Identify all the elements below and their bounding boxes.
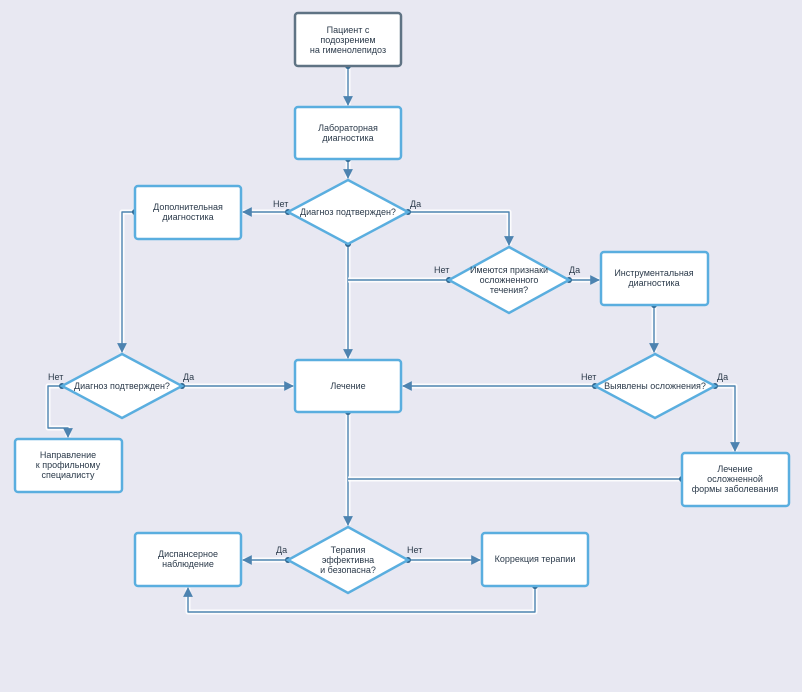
edge-treat-d5 — [343, 409, 353, 526]
node-corr-text: Коррекция терапии — [495, 554, 576, 564]
decision-complications-found: Выявлены осложнения? — [592, 352, 718, 420]
decision-diagnosis-confirmed-2: Диагноз подтвержден? — [59, 352, 185, 420]
edge-label-d4-yes: Да — [717, 372, 728, 382]
edge-d4-complic — [712, 383, 740, 452]
edge-instr-d4 — [649, 302, 659, 353]
decision-d1-text: Диагноз подтвержден? — [300, 207, 396, 217]
connectors — [45, 63, 740, 615]
edge-label-d4-no: Нет — [581, 372, 596, 382]
edge-label-d5-no: Нет — [407, 545, 422, 555]
edge-d2-treat — [348, 277, 452, 283]
edge-label-d3-no: Нет — [48, 372, 63, 382]
edge-d5-disp — [242, 555, 291, 565]
decision-d3-text: Диагноз подтвержден? — [74, 381, 170, 391]
decision-d4-text: Выявлены осложнения? — [604, 381, 706, 391]
edge-label-d1-yes: Да — [410, 199, 421, 209]
node-therapy-correction: Коррекция терапии — [480, 531, 590, 588]
edge-d3-refer — [45, 383, 73, 438]
edge-label-d2-yes: Да — [569, 265, 580, 275]
decision-diagnosis-confirmed-1: Диагноз подтвержден? — [285, 178, 411, 246]
edge-start-lab — [343, 63, 353, 106]
edge-label-d3-yes: Да — [183, 372, 194, 382]
edge-complic-d5 — [348, 476, 685, 482]
edge-label-d1-no: Нет — [273, 199, 288, 209]
edge-label-d5-yes: Да — [276, 545, 287, 555]
node-treat-text: Лечение — [330, 381, 365, 391]
edge-d1-d2 — [405, 209, 514, 246]
edge-label-d2-no: Нет — [434, 265, 449, 275]
edge-d4-treat — [402, 381, 598, 391]
node-treatment: Лечение — [293, 358, 403, 414]
edge-d5-corr — [405, 555, 481, 565]
edge-d1-treat — [343, 241, 353, 359]
edge-corr-disp — [183, 583, 538, 615]
edge-d3-treat — [179, 381, 294, 391]
edge-d1-extra — [242, 207, 291, 217]
